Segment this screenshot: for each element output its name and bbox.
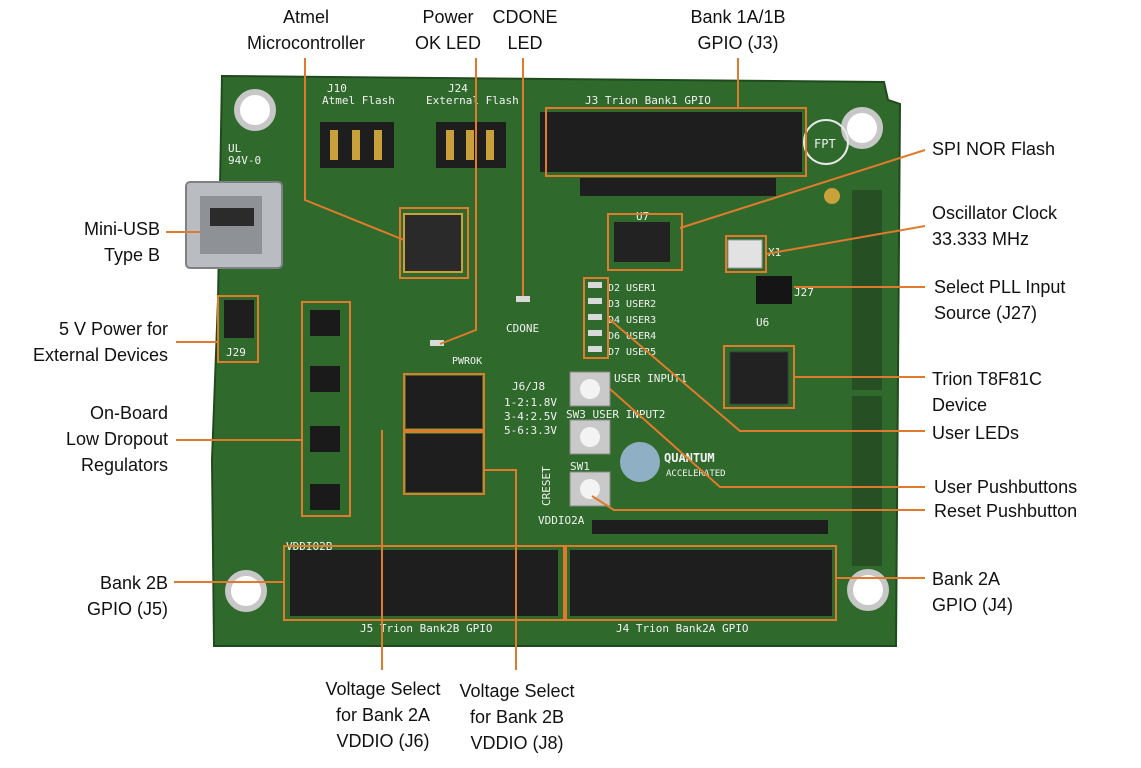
cdone-led bbox=[516, 296, 530, 302]
silk-fpt: FPT bbox=[814, 137, 836, 151]
callout-user-leds: User LEDs bbox=[932, 423, 1020, 443]
callout-trion: Trion T8F81C Device bbox=[932, 369, 1043, 415]
pushbutton-sw1 bbox=[569, 471, 611, 507]
silk-j3: J3 Trion Bank1 GPIO bbox=[585, 94, 711, 107]
silk-ul: UL bbox=[228, 142, 242, 155]
user-led-column bbox=[588, 282, 602, 352]
callout-vsel2b: Voltage Select for Bank 2B VDDIO (J8) bbox=[459, 681, 575, 753]
silk-j27: J27 bbox=[794, 286, 814, 299]
j6-jumper-block bbox=[406, 376, 482, 428]
fpt-logo bbox=[803, 119, 849, 165]
j27-jumper bbox=[756, 276, 792, 304]
mount-hole-tl bbox=[234, 89, 276, 131]
callout-bank1: Bank 1A/1B GPIO (J3) bbox=[690, 7, 786, 53]
silk-logo: QUANTUM bbox=[664, 451, 715, 465]
right-led-strip bbox=[852, 190, 882, 390]
silk-led-2: D3 USER2 bbox=[608, 299, 656, 310]
callout-reset-pushbutton: Reset Pushbutton bbox=[934, 501, 1078, 521]
silk-sw3: SW3 USER INPUT2 bbox=[566, 408, 665, 421]
silk-j5: J5 Trion Bank2B GPIO bbox=[360, 622, 492, 635]
callout-bank2b: Bank 2B GPIO (J5) bbox=[86, 573, 168, 619]
silk-vddio2a: VDDIO2A bbox=[538, 514, 585, 527]
callout-vsel2a: Voltage Select for Bank 2A VDDIO (J6) bbox=[325, 679, 441, 751]
fiducial bbox=[824, 188, 840, 204]
oscillator-x1 bbox=[727, 239, 763, 269]
silk-sw1: SW1 bbox=[570, 460, 590, 473]
silk-ext-flash: External Flash bbox=[426, 94, 519, 107]
ldo-regulators bbox=[310, 310, 340, 510]
j3-header bbox=[540, 112, 802, 196]
silk-sel1: 1-2:1.8V bbox=[504, 396, 557, 409]
silk-j10: J10 bbox=[327, 82, 347, 95]
silk-led-5: D7 USER5 bbox=[608, 347, 656, 358]
mini-usb-connector bbox=[185, 181, 283, 269]
silk-led-3: D4 USER3 bbox=[608, 315, 656, 326]
silk-atmel-flash: Atmel Flash bbox=[322, 94, 395, 107]
pwrok-led bbox=[430, 340, 444, 346]
leader-lines bbox=[166, 58, 926, 670]
silk-u7: U7 bbox=[636, 210, 649, 223]
spi-flash-chip bbox=[614, 222, 670, 262]
silk-u6: U6 bbox=[756, 316, 769, 329]
silk-ul2: 94V-0 bbox=[228, 154, 261, 167]
j4-header bbox=[570, 550, 832, 616]
silk-sel2: 3-4:2.5V bbox=[504, 410, 557, 423]
mount-hole-bl bbox=[225, 570, 267, 612]
callout-5v: 5 V Power for External Devices bbox=[32, 319, 168, 365]
callout-power-led: Power OK LED bbox=[414, 7, 482, 53]
j29-header bbox=[224, 300, 254, 338]
silk-logo2: ACCELERATED bbox=[666, 469, 726, 479]
j24-header bbox=[436, 122, 506, 168]
silk-sw2: USER INPUT1 bbox=[614, 372, 687, 385]
quantum-logo-mark bbox=[620, 442, 660, 482]
silk-sel3: 5-6:3.3V bbox=[504, 424, 557, 437]
callout-pll: Select PLL Input Source (J27) bbox=[934, 277, 1066, 323]
silk-cdone: CDONE bbox=[506, 322, 539, 335]
right-led-strip-lower bbox=[852, 396, 882, 566]
silk-creset: CRESET bbox=[540, 466, 553, 506]
trion-chip bbox=[729, 351, 789, 405]
atmel-chip bbox=[403, 213, 463, 273]
callout-user-pushbuttons: User Pushbuttons bbox=[934, 477, 1078, 497]
callout-oscillator: Oscillator Clock 33.333 MHz bbox=[932, 203, 1058, 249]
pcb-board bbox=[210, 74, 902, 647]
silk-pwrok: PWROK bbox=[452, 356, 482, 367]
callout-usb: Mini-USB Type B bbox=[83, 219, 160, 265]
callout-cdone-led: CDONE LED bbox=[492, 7, 558, 53]
j3-secondary-header bbox=[580, 178, 776, 196]
j8-jumper-block bbox=[406, 434, 482, 492]
pushbutton-sw3 bbox=[569, 419, 611, 455]
silk-led-4: D6 USER4 bbox=[608, 331, 656, 342]
silk-led-1: D2 USER1 bbox=[608, 283, 656, 294]
silkscreen: J10 Atmel Flash J24 External Flash J3 Tr… bbox=[226, 82, 836, 635]
silk-j6j8: J6/J8 bbox=[512, 380, 545, 393]
callout-ldo: On-Board Low Dropout Regulators bbox=[65, 403, 168, 475]
callout-bank2a: Bank 2A GPIO (J4) bbox=[932, 569, 1014, 615]
silk-j29: J29 bbox=[226, 346, 246, 359]
j4-secondary-header bbox=[592, 520, 828, 534]
silk-j24: J24 bbox=[448, 82, 468, 95]
mount-hole-br bbox=[847, 569, 889, 611]
mount-hole-tr bbox=[841, 107, 883, 149]
j5-header bbox=[290, 550, 558, 616]
pushbutton-sw2 bbox=[569, 371, 611, 407]
j10-header bbox=[320, 122, 394, 168]
callout-atmel: Atmel Microcontroller bbox=[246, 7, 366, 53]
silk-j4: J4 Trion Bank2A GPIO bbox=[616, 622, 748, 635]
callout-spi-flash: SPI NOR Flash bbox=[932, 139, 1056, 159]
